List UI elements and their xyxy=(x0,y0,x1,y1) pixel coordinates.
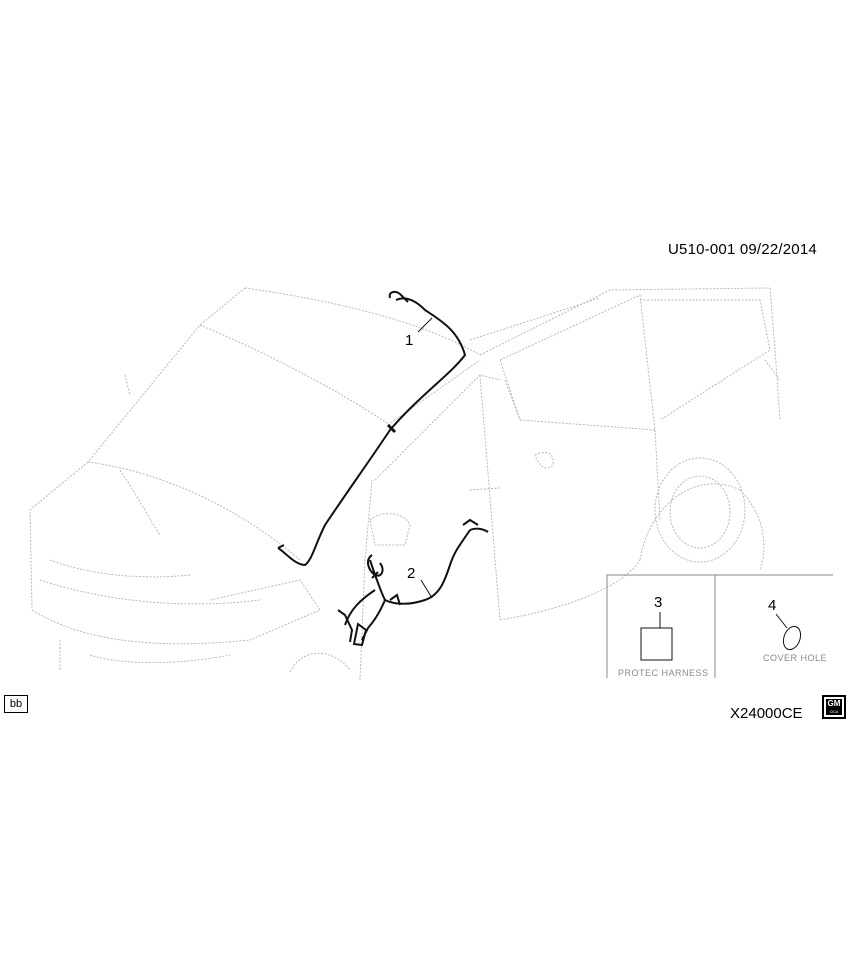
inset-frames xyxy=(606,574,833,678)
section-badge: bb xyxy=(4,695,28,713)
leader-lines xyxy=(417,317,433,599)
part-4-cover-hole xyxy=(775,613,802,651)
illustration-code: X24000CE xyxy=(730,705,803,722)
callout-4-caption: COVER HOLE xyxy=(763,653,828,663)
part-3-protec-harness xyxy=(640,612,673,661)
diagram-code-date: U510-001 09/22/2014 xyxy=(668,241,817,258)
harness-2 xyxy=(337,518,489,647)
callout-3-caption: PROTEC HARNESS xyxy=(618,668,709,678)
vehicle-outline xyxy=(29,287,781,681)
callout-2-number: 2 xyxy=(407,565,416,582)
harness-1 xyxy=(277,290,467,567)
callout-3-number: 3 xyxy=(654,594,663,611)
gm-logo-subtext: OCA xyxy=(829,709,839,714)
callout-4-number: 4 xyxy=(768,597,777,614)
gm-logo-icon: GM OCA xyxy=(822,695,846,719)
gm-logo-text: GM xyxy=(827,699,841,708)
callout-1-number: 1 xyxy=(405,332,414,349)
